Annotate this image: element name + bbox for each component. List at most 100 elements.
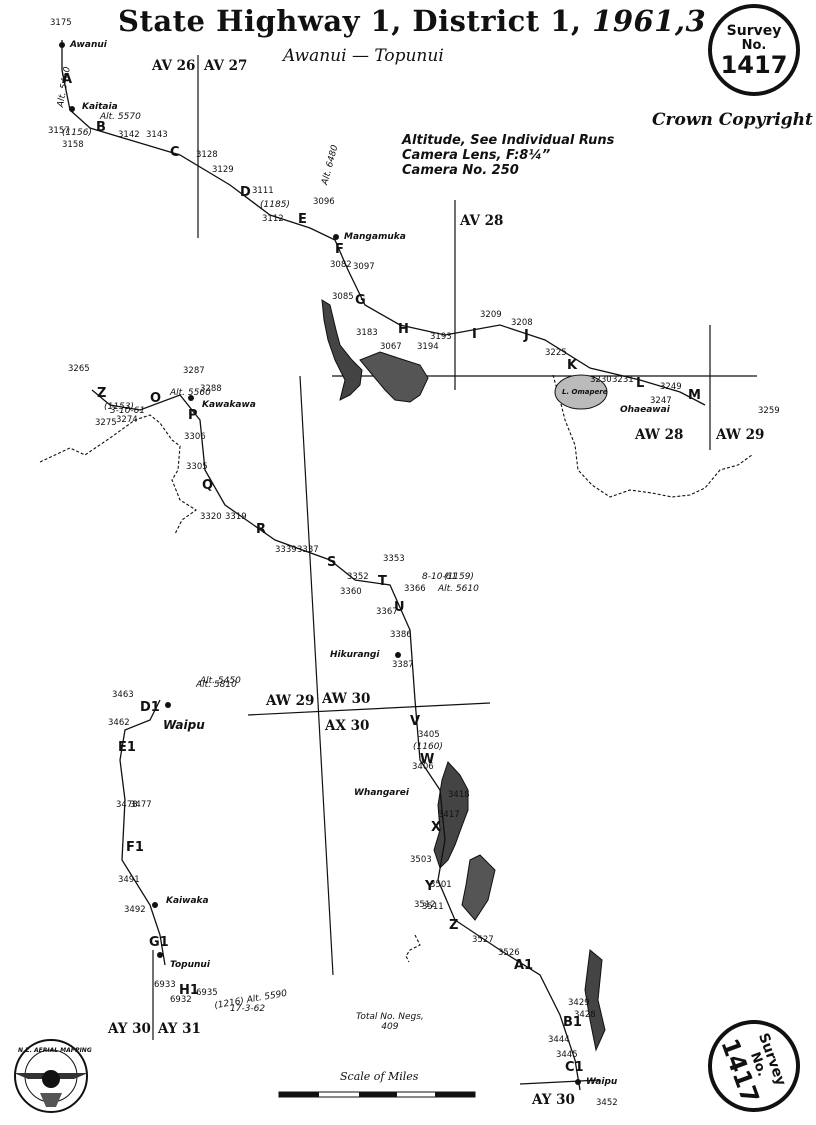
altitude-note: Alt. 5610 — [438, 584, 479, 594]
run-label: U — [394, 600, 405, 615]
sheet-label: AX 30 — [325, 718, 370, 734]
negative-number: 3478 — [116, 800, 138, 810]
negative-number: 3231 — [612, 375, 634, 385]
logo-text: N.Z. AERIAL MAPPING — [18, 1047, 92, 1054]
run-label: Z — [449, 918, 459, 933]
run-label: R — [256, 522, 267, 537]
run-label: B — [96, 120, 106, 135]
negative-number: 3129 — [212, 165, 234, 175]
sheet-label: AW 29 — [716, 427, 765, 443]
negative-number: 3444 — [548, 1035, 570, 1045]
place-name: Waipu — [586, 1077, 618, 1087]
run-label: C — [170, 145, 180, 160]
run-label: E1 — [118, 740, 136, 755]
coastline — [39, 374, 753, 963]
run-label: W — [420, 752, 435, 767]
negative-number: 6933 — [154, 980, 176, 990]
run-label: G1 — [149, 935, 169, 950]
run-label: H1 — [179, 983, 199, 998]
camera-number-info: Camera No. 250 — [402, 163, 519, 178]
negative-number: 3491 — [118, 875, 140, 885]
negative-number: 3492 — [124, 905, 146, 915]
lens-info: Camera Lens, F:8¼” — [402, 148, 551, 163]
negative-number: 3428 — [574, 1010, 596, 1020]
roll-note: (1159) — [444, 572, 474, 582]
negative-number: 3230 — [590, 375, 612, 385]
run-label: E — [298, 212, 307, 227]
roll-note: (1156) — [62, 128, 92, 138]
negative-number: 3287 — [183, 366, 205, 376]
negative-number: 3183 — [356, 328, 378, 338]
run-label: H — [398, 322, 409, 337]
sheet-label: AV 26 — [152, 58, 196, 74]
total-negatives: Total No. Negs, 409 — [356, 1012, 424, 1032]
negative-number: 3265 — [68, 364, 90, 374]
place-name: Waipu — [163, 718, 205, 732]
negative-number: 3259 — [758, 406, 780, 416]
negative-number: 3366 — [404, 584, 426, 594]
negative-number: 3387 — [392, 660, 414, 670]
run-label: D1 — [140, 700, 160, 715]
negative-number: 3452 — [596, 1098, 618, 1108]
negative-number: 3193 — [430, 332, 452, 342]
negative-number: 3353 — [383, 554, 405, 564]
place-name: Kawakawa — [202, 400, 256, 410]
negative-number: 3463 — [112, 690, 134, 700]
altitude-info: Altitude, See Individual Runs — [402, 133, 615, 148]
title-main: State Highway 1, District 1, — [118, 4, 582, 38]
altitude-note: Alt. 5450 — [200, 676, 241, 686]
negative-number: 6935 — [196, 988, 218, 998]
stamp-line2: No. — [741, 37, 767, 53]
negative-number: 3503 — [410, 855, 432, 865]
place-name: Hikurangi — [330, 650, 380, 660]
negative-number: 3275 — [95, 418, 117, 428]
date-note: 3-10-61 — [110, 406, 146, 416]
negative-number: 3111 — [252, 186, 274, 196]
negative-number: 3209 — [480, 310, 502, 320]
negative-number: 3194 — [417, 342, 439, 352]
negative-number: 3082 — [330, 260, 352, 270]
negative-number: 3527 — [472, 935, 494, 945]
place-name: Awanui — [70, 40, 107, 50]
run-label: F1 — [126, 840, 144, 855]
place-name: L. Omapere — [562, 388, 608, 396]
negative-number: 6932 — [170, 995, 192, 1005]
negative-number: 3405 — [418, 730, 440, 740]
title-year: 1961,3 — [592, 4, 707, 38]
date-note: 8-10-61 — [422, 572, 458, 582]
run-label: V — [410, 714, 421, 729]
run-label: Q — [202, 478, 214, 493]
negative-number: 3249 — [660, 382, 682, 392]
run-label: A — [62, 72, 73, 87]
run-label: M — [688, 388, 701, 403]
run-label: C1 — [565, 1060, 584, 1075]
run-label: T — [378, 574, 387, 589]
town-markers — [59, 42, 581, 1085]
negative-number: 3511 — [422, 902, 444, 912]
run-label: O — [150, 391, 162, 406]
negative-number: 3128 — [196, 150, 218, 160]
negative-number: 3274 — [116, 415, 138, 425]
run-label: F — [335, 242, 344, 257]
negative-number: 3158 — [62, 140, 84, 150]
negative-number: 3097 — [353, 262, 375, 272]
run-label: I — [472, 327, 477, 342]
place-name: Kaiwaka — [166, 896, 209, 906]
negative-number: 3319 — [225, 512, 247, 522]
harbour-hatch — [321, 299, 608, 1052]
negative-number: 3512 — [414, 900, 436, 910]
total-negatives-label: Total No. Negs, — [356, 1012, 424, 1022]
negative-number: 3067 — [380, 342, 402, 352]
copyright-notice: Crown Copyright — [652, 110, 813, 130]
sheet-label: AY 30 — [532, 1092, 575, 1108]
negative-number: 3288 — [200, 384, 222, 394]
negative-number: 3477 — [130, 800, 152, 810]
altitude-note: Alt. 5570 — [100, 112, 141, 122]
altitude-note: Alt. 5560 — [170, 388, 211, 398]
run-label: P — [188, 408, 198, 423]
scale-label: Scale of Miles — [340, 1070, 419, 1083]
run-label: K — [567, 358, 578, 373]
negative-number: 3225 — [545, 348, 567, 358]
negative-number: 3526 — [498, 948, 520, 958]
sheet-label: AY 31 — [158, 1021, 201, 1037]
